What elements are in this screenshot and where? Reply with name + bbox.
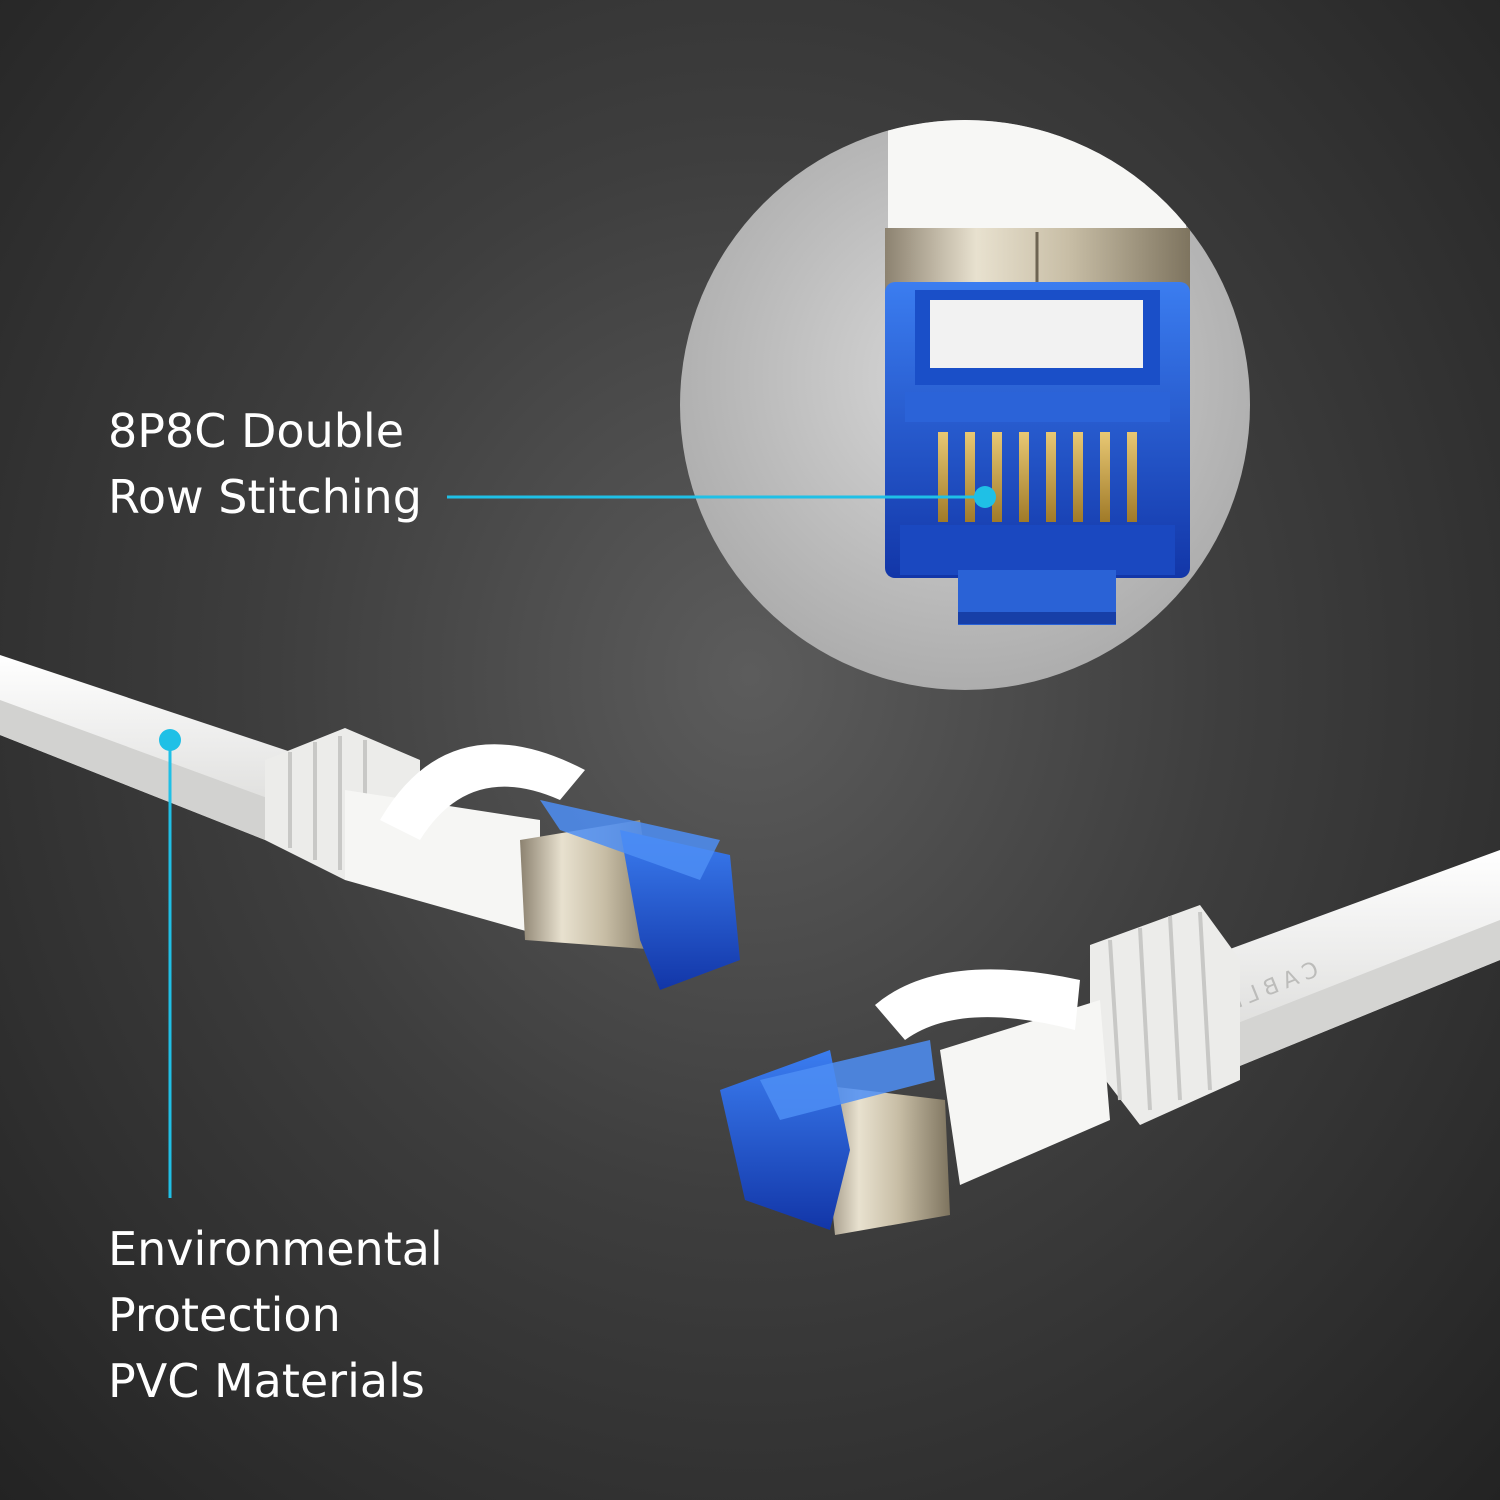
- contact-pins: [938, 432, 1137, 522]
- callout-material-label: Environmental Protection PVC Materials: [108, 1216, 443, 1414]
- cable-left: [0, 655, 740, 990]
- zoom-inset: [680, 120, 1250, 690]
- callout-material-line2: Protection: [108, 1288, 341, 1342]
- callout-material-line1: Environmental: [108, 1222, 443, 1276]
- callout-connector-line1: 8P8C Double: [108, 404, 405, 458]
- callout-material-line3: PVC Materials: [108, 1354, 425, 1408]
- cable-right: CABLE BL: [720, 850, 1500, 1235]
- callout-connector-label: 8P8C Double Row Stitching: [108, 398, 422, 530]
- callout-line-material: [159, 729, 181, 1198]
- callout-line-connector: [447, 486, 996, 508]
- callout-connector-line2: Row Stitching: [108, 470, 422, 524]
